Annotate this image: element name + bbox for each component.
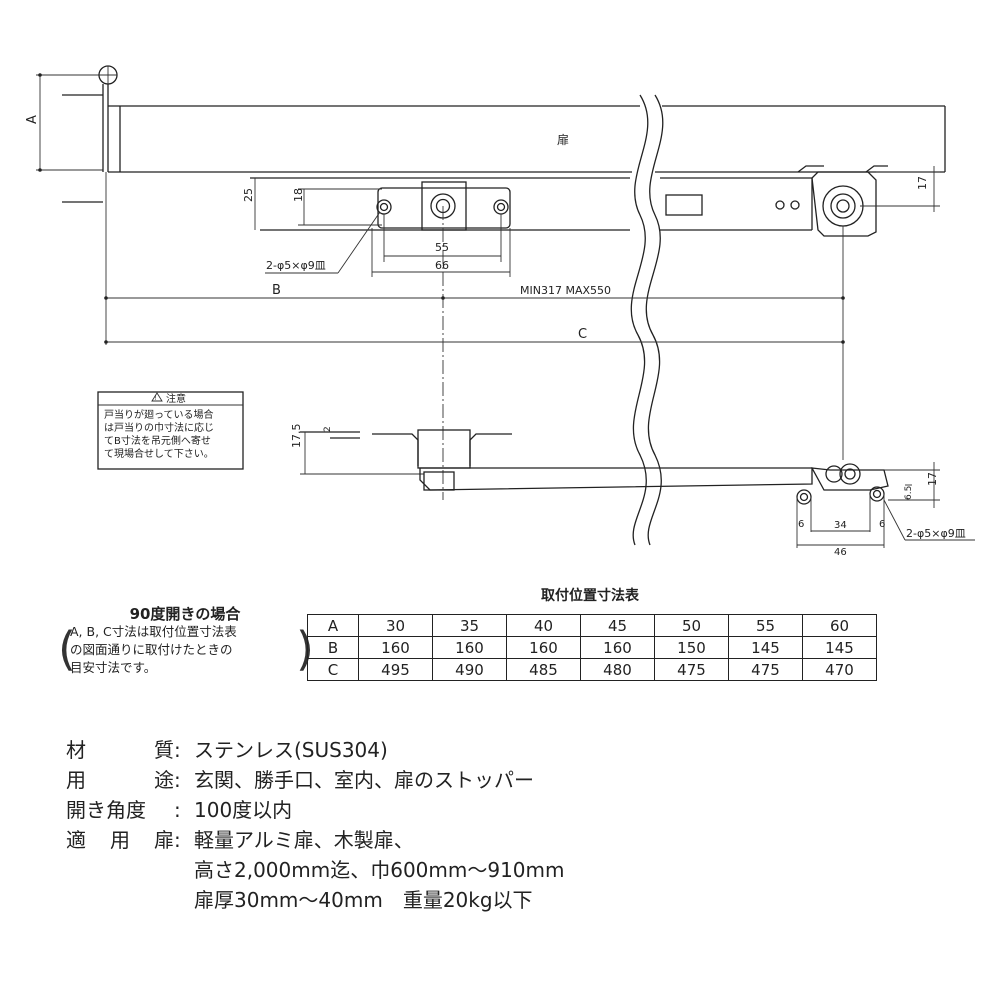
spec-value: 軽量アルミ扉、木製扉、 bbox=[194, 828, 414, 852]
dim-34: 34 bbox=[834, 520, 847, 531]
lower-assembly: 17.5 2 6.5 17 6 34 6 46 2-φ5×φ9皿 bbox=[290, 424, 975, 558]
table-row: C 495 490 485 480 475 475 470 bbox=[307, 658, 877, 681]
range-label: MIN317 MAX550 bbox=[520, 284, 611, 297]
note-title: 90度開きの場合 bbox=[129, 605, 241, 623]
spec-material: 材質 : ステンレス(SUS304) bbox=[66, 735, 565, 765]
table-cell: 160 bbox=[580, 636, 655, 659]
spec-label: 適 bbox=[66, 828, 86, 852]
table-cell: 160 bbox=[358, 636, 433, 659]
table-cell: 490 bbox=[432, 658, 507, 681]
spec-value: ステンレス(SUS304) bbox=[194, 738, 388, 762]
table-cell: 55 bbox=[728, 614, 803, 637]
spec-door: 適用扉 : 軽量アルミ扉、木製扉、 bbox=[66, 825, 565, 855]
spec-door-cont-2: 扉厚30mm～40mm 重量20kg以下 bbox=[194, 888, 533, 912]
dim-b-label: B bbox=[272, 283, 281, 298]
table-cell: 150 bbox=[654, 636, 729, 659]
upper-arm-assembly: 25 18 55 66 2-φ5×φ9皿 17 bbox=[242, 165, 940, 500]
table-cell: 35 bbox=[432, 614, 507, 637]
spec-label: 質 bbox=[154, 738, 174, 762]
table-cell: 160 bbox=[506, 636, 581, 659]
caution-title: 注意 bbox=[166, 392, 186, 405]
caution-box: ! 注意 戸当りが廻っている場合 は戸当りの巾寸法に応じ てB寸法を吊元側へ寄せ… bbox=[97, 391, 244, 470]
dim-b-c: B MIN317 MAX550 C bbox=[104, 283, 845, 344]
spec-label: 途 bbox=[154, 768, 174, 792]
holes-label-bottom: 2-φ5×φ9皿 bbox=[906, 527, 966, 540]
caution-line-1: 戸当りが廻っている場合 bbox=[104, 408, 214, 421]
technical-drawing: A 扉 25 18 bbox=[25, 65, 975, 558]
table-cell: 485 bbox=[506, 658, 581, 681]
note-line-3: 目安寸法です。 bbox=[70, 660, 157, 675]
table-row: B 160 160 160 160 150 145 145 bbox=[307, 636, 877, 659]
table-cell: 45 bbox=[580, 614, 655, 637]
row-header: A bbox=[307, 614, 359, 637]
holes-label-top: 2-φ5×φ9皿 bbox=[266, 259, 326, 272]
spec-door-cont-1: 高さ2,000mm迄、巾600mm～910mm bbox=[194, 858, 565, 882]
spec-label: 用 bbox=[110, 828, 130, 852]
dim-25: 25 bbox=[242, 188, 255, 202]
table-cell: 40 bbox=[506, 614, 581, 637]
row-header: B bbox=[307, 636, 359, 659]
table-cell: 60 bbox=[802, 614, 877, 637]
table-cell: 145 bbox=[728, 636, 803, 659]
break-line-right bbox=[645, 94, 664, 546]
caution-line-3: てB寸法を吊元側へ寄せ bbox=[104, 434, 211, 447]
table-cell: 30 bbox=[358, 614, 433, 637]
note-body: ( A, B, C寸法は取付位置寸法表 の図面通りに取付けたときの 目安寸法です… bbox=[58, 620, 314, 682]
table-cell: 470 bbox=[802, 658, 877, 681]
spec-label: 材 bbox=[66, 738, 86, 762]
spec-value: 100度以内 bbox=[194, 798, 293, 822]
table-cell: 145 bbox=[802, 636, 877, 659]
dim-c-label: C bbox=[578, 327, 587, 342]
door-label: 扉 bbox=[557, 133, 569, 147]
table-cell: 475 bbox=[728, 658, 803, 681]
mounting-dimension-table: A 30 35 40 45 50 55 60 B 160 160 160 160… bbox=[307, 614, 877, 681]
table-cell: 480 bbox=[580, 658, 655, 681]
caution-line-4: て現場合せして下さい。 bbox=[104, 447, 214, 460]
spec-label: 扉 bbox=[154, 828, 174, 852]
spec-value: 玄関、勝手口、室内、扉のストッパー bbox=[194, 768, 534, 792]
table-title: 取付位置寸法表 bbox=[541, 588, 639, 604]
spec-list: 材質 : ステンレス(SUS304) 用途 : 玄関、勝手口、室内、扉のストッパ… bbox=[66, 735, 565, 915]
dim-6a: 6 bbox=[798, 519, 804, 530]
dim-46: 46 bbox=[834, 547, 847, 558]
note-line-2: の図面通りに取付けたときの bbox=[70, 642, 233, 657]
table-row: A 30 35 40 45 50 55 60 bbox=[307, 614, 877, 637]
left-paren: ( bbox=[58, 622, 76, 676]
table-cell: 475 bbox=[654, 658, 729, 681]
dim-2: 2 bbox=[323, 426, 333, 432]
row-header: C bbox=[307, 658, 359, 681]
door-slab: 扉 bbox=[108, 105, 946, 173]
dim-55: 55 bbox=[435, 241, 449, 254]
dim-66: 66 bbox=[435, 259, 449, 272]
spec-angle: 開き角度 : 100度以内 bbox=[66, 795, 565, 825]
table-cell: 495 bbox=[358, 658, 433, 681]
spec-use: 用途 : 玄関、勝手口、室内、扉のストッパー bbox=[66, 765, 565, 795]
table-cell: 160 bbox=[432, 636, 507, 659]
dim-6-5: 6.5 bbox=[904, 486, 914, 500]
hinge-side: A bbox=[25, 65, 118, 345]
note-line-1: A, B, C寸法は取付位置寸法表 bbox=[70, 624, 237, 639]
dim-18: 18 bbox=[292, 188, 305, 202]
spec-label: 用 bbox=[66, 768, 86, 792]
dim-a-label: A bbox=[25, 115, 40, 124]
table-cell: 50 bbox=[654, 614, 729, 637]
spec-label: 開き角度 bbox=[66, 798, 146, 822]
dim-6b: 6 bbox=[879, 519, 885, 530]
dim-17: 17 bbox=[916, 176, 929, 190]
dim-17-5: 17.5 bbox=[290, 424, 303, 449]
caution-line-2: は戸当りの巾寸法に応じ bbox=[104, 421, 214, 434]
svg-text:!: ! bbox=[154, 395, 156, 402]
dim-17-lower: 17 bbox=[926, 472, 939, 486]
break-line-left bbox=[630, 94, 649, 546]
